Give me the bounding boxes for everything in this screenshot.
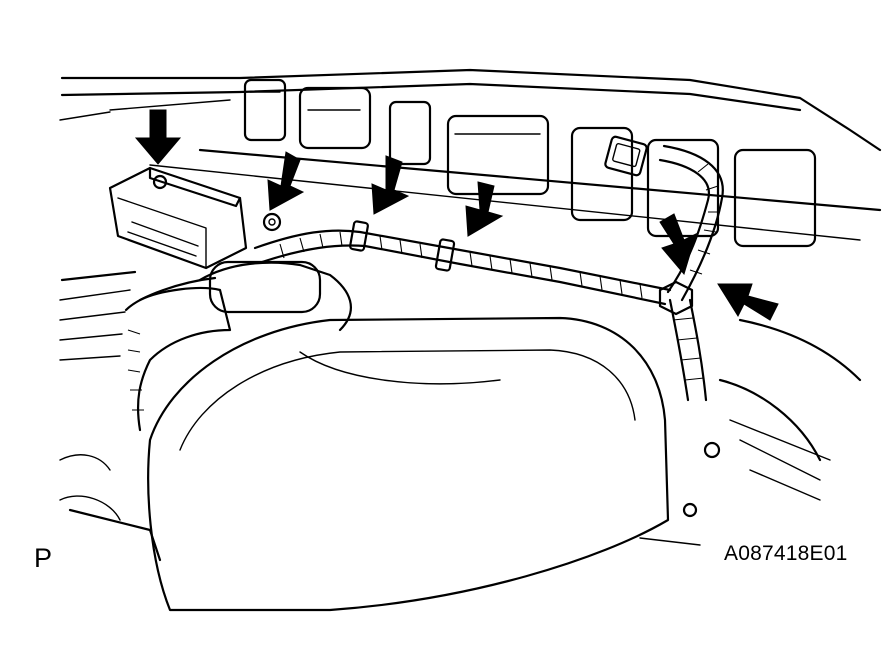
right-side-components <box>639 318 862 546</box>
arrow-right-clamp <box>717 283 779 321</box>
arrow-clamp-2 <box>465 181 504 237</box>
figure-id: A087418E01 <box>724 542 848 565</box>
coolant-hose <box>124 260 352 432</box>
fender-details <box>59 270 162 562</box>
cowl-panel <box>59 68 882 248</box>
engine-cover <box>147 316 670 612</box>
arrow-ecu-bolt-1 <box>134 109 182 165</box>
wire-harness <box>253 135 724 402</box>
arrow-junction <box>659 213 697 276</box>
ecu-box <box>108 166 282 270</box>
arrow-ecu-bolt-2 <box>267 151 305 211</box>
pointer-arrows <box>134 109 779 321</box>
corner-label: P <box>34 543 53 573</box>
arrow-clamp-1 <box>371 155 410 215</box>
